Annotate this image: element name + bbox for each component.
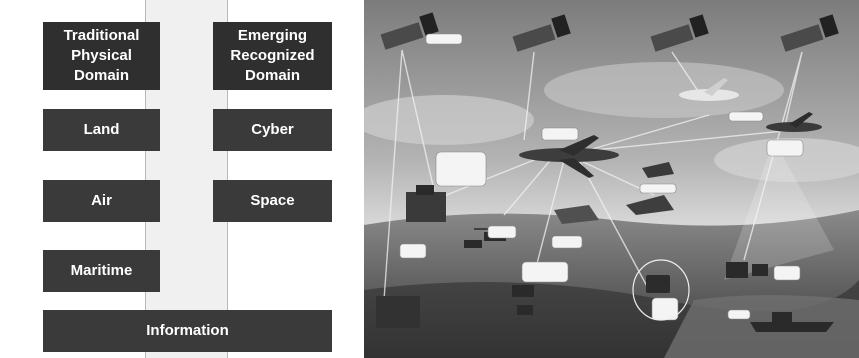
cloud <box>714 138 859 182</box>
land-domain-box: Land <box>43 109 160 151</box>
radar-cone <box>724 140 834 280</box>
satellite-icon <box>780 14 839 52</box>
information-domain-box: Information <box>43 310 332 352</box>
space-domain-box: Space <box>213 180 332 222</box>
satellite-icon <box>380 12 439 50</box>
satellite-icon <box>512 14 571 52</box>
cyber-domain-box: Cyber <box>213 109 332 151</box>
tank-icon <box>406 185 446 222</box>
tank-icon <box>376 296 420 328</box>
maritime-domain-box: Maritime <box>43 250 160 292</box>
aircraft-icon <box>519 135 619 178</box>
label-callouts <box>399 33 804 321</box>
battlespace-scene <box>364 0 859 358</box>
air-domain-box: Air <box>43 180 160 222</box>
emerging-recognized-domain-header: Emerging Recognized Domain <box>213 22 332 90</box>
domain-diagram: Traditional Physical Domain Emerging Rec… <box>0 0 352 358</box>
tank-icon <box>646 275 670 293</box>
satellite-icon <box>650 14 709 52</box>
helicopter-icon <box>464 240 482 248</box>
cloud <box>544 62 784 118</box>
aircraft-icon <box>766 112 822 132</box>
ship-icon <box>750 312 834 332</box>
aircraft-icon <box>554 205 599 224</box>
highlight-ring <box>632 259 690 321</box>
aircraft-icon <box>626 195 674 215</box>
traditional-physical-domain-header: Traditional Physical Domain <box>43 22 160 90</box>
tank-icon <box>726 262 768 278</box>
tank-icon <box>512 285 534 315</box>
aircraft-icon <box>642 162 674 178</box>
aircraft-icon <box>679 78 739 101</box>
cloud <box>364 95 534 145</box>
network-illustration <box>364 0 859 358</box>
